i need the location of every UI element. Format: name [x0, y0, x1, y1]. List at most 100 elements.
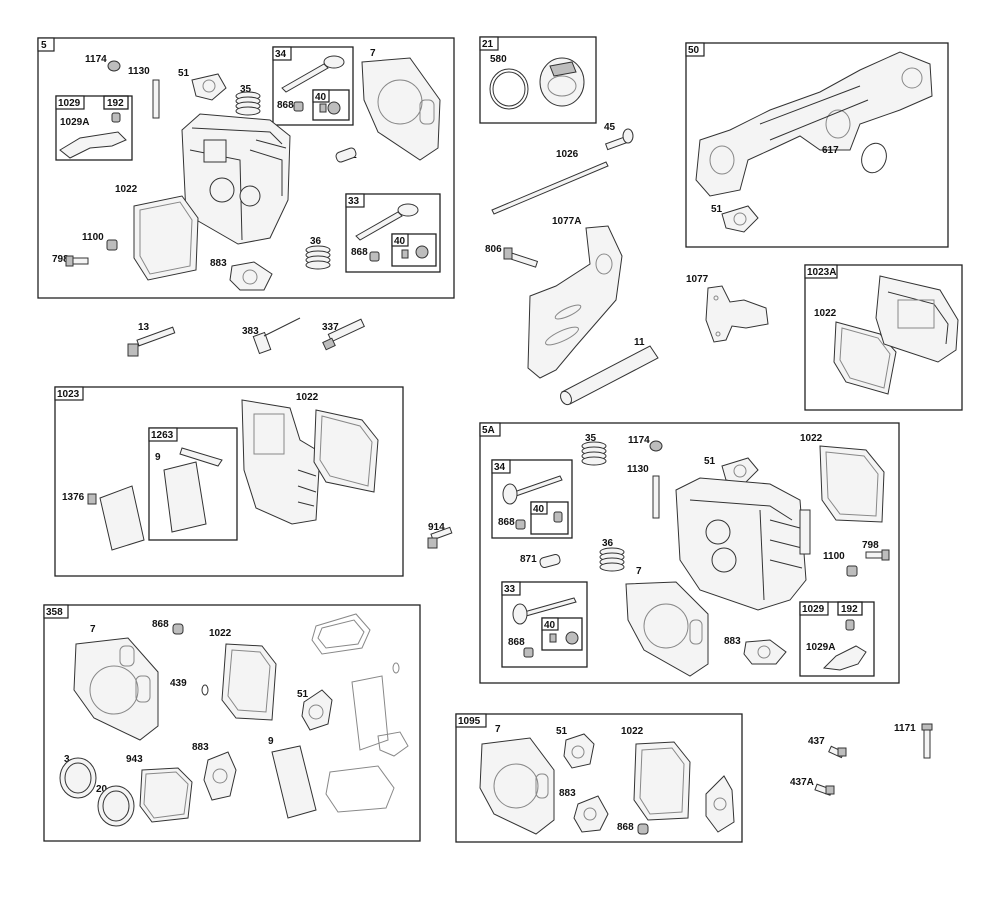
group-40-tag: 40 [533, 504, 545, 515]
group-1029-tag: 1029 [802, 604, 825, 615]
cover-gasket-part [221, 643, 277, 721]
nut-part [845, 619, 855, 631]
seal-part [293, 101, 304, 112]
group-40-tag: 40 [544, 620, 556, 631]
part-label: 35 [585, 433, 597, 444]
gasket-part [229, 261, 273, 291]
seal-part [565, 631, 579, 645]
part-label: 943 [126, 754, 143, 765]
part-label: 868 [617, 822, 634, 833]
valve-head-part [397, 203, 419, 217]
part-label: 806 [485, 244, 502, 255]
part-label: 1022 [209, 628, 232, 639]
rocker-arm-part [822, 645, 867, 671]
seal-part [553, 511, 563, 523]
valve-part [513, 475, 563, 497]
head-gasket-part [73, 637, 159, 741]
group-34-tag: 34 [494, 462, 506, 473]
part-label: 3 [64, 754, 70, 765]
part-label: 1171 [894, 723, 916, 734]
part-label: 914 [428, 522, 445, 533]
o-ring-part [861, 142, 887, 174]
part-label: 1130 [627, 464, 649, 475]
pin-part [923, 727, 931, 759]
part-label: 1077 [686, 274, 709, 285]
part-label: 7 [495, 724, 501, 735]
part-label: 9 [155, 452, 161, 463]
part-label: 1022 [814, 308, 837, 319]
cover-gasket-part [819, 445, 885, 523]
part-label: 871 [520, 554, 537, 565]
rocker-arm-part [59, 131, 127, 159]
valve-cover-part [241, 399, 321, 525]
intake-manifold-part [695, 51, 933, 197]
gasket-part [705, 775, 735, 833]
fitting-head-part [837, 747, 847, 757]
keeper-part [549, 633, 557, 643]
part-label: 51 [556, 726, 568, 737]
seal-part [637, 823, 649, 835]
part-label: 883 [559, 788, 576, 799]
part-label: 51 [297, 689, 309, 700]
head-gasket-part [479, 737, 555, 835]
gasket-part [191, 73, 227, 101]
stud-part [152, 79, 160, 119]
part-label: 1029A [806, 642, 835, 653]
spring-part [581, 441, 607, 466]
valve-part [281, 63, 329, 93]
part-label: 1100 [82, 232, 104, 243]
group-1023A: 1023A 1022 [804, 264, 963, 411]
part-label: 883 [210, 258, 227, 269]
breather-part [252, 317, 301, 355]
seal-part [172, 623, 184, 635]
part-label: 337 [322, 322, 339, 333]
nut-part [649, 440, 663, 452]
stud-part [652, 475, 660, 519]
part-label: 36 [310, 236, 322, 247]
part-1077: 1077 [686, 274, 769, 343]
screw-part [865, 551, 883, 559]
bolt-head-part [427, 537, 438, 549]
fitting-head-part [825, 785, 835, 795]
plate-part [705, 285, 769, 343]
pin-head-part [921, 723, 933, 731]
group-21-tag: 21 [482, 39, 494, 50]
valve-cover-part [875, 275, 959, 363]
group-50: 50 617 51 [685, 42, 949, 248]
part-label: 617 [822, 145, 839, 156]
part-label: 45 [604, 122, 616, 133]
part-label: 9 [268, 736, 274, 747]
part-label: 1029A [60, 117, 89, 128]
seal-part [515, 519, 526, 530]
gasket-part [271, 745, 317, 819]
pin-part [539, 553, 561, 569]
spring-part [599, 547, 625, 572]
gasket-part [721, 457, 759, 485]
part-label: 1100 [823, 551, 845, 562]
part-label: 798 [862, 540, 879, 551]
group-40-tag: 40 [394, 236, 406, 247]
oil-fill-cap-part [539, 57, 585, 107]
screw-head-part [881, 549, 890, 561]
valve-head-part [323, 55, 345, 69]
head-gasket-part [361, 57, 441, 161]
push-rod-part [491, 161, 609, 215]
seal-part [523, 647, 534, 658]
part-label: 798 [52, 254, 69, 265]
bolt-part [136, 326, 176, 347]
group-5A-tag: 5A [482, 425, 495, 436]
part-label: 1376 [62, 492, 85, 503]
gasket-part [203, 751, 237, 801]
group-5: 5 1029 192 1029A 1174 1130 51 35 34 [37, 37, 455, 299]
group-50-tag: 50 [688, 45, 700, 56]
part-label: 437A [790, 777, 814, 788]
gasket-part [743, 639, 787, 665]
free-parts-right: 437 1171 437A [790, 723, 933, 796]
part-label: 7 [636, 566, 642, 577]
gasket-part [721, 205, 759, 233]
group-1263-tag: 1263 [151, 430, 174, 441]
seal-part [327, 101, 341, 115]
group-192-tag: 192 [841, 604, 858, 615]
part-label: 1022 [296, 392, 319, 403]
